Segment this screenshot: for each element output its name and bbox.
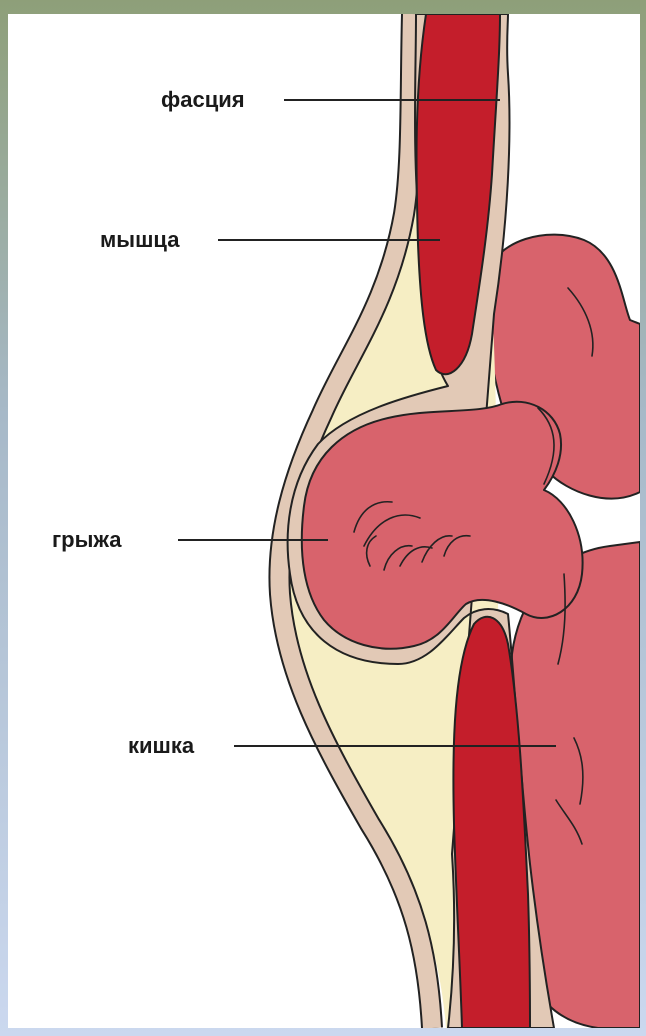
hernia-sac [302,402,583,649]
hernia-diagram: фасция мышца грыжа кишка [8,14,640,1028]
diagram-panel: фасция мышца грыжа кишка [8,14,640,1028]
label-intestine: кишка [128,733,195,758]
label-fascia: фасция [161,87,245,112]
label-hernia: грыжа [52,527,122,552]
label-muscle: мышца [100,227,180,252]
